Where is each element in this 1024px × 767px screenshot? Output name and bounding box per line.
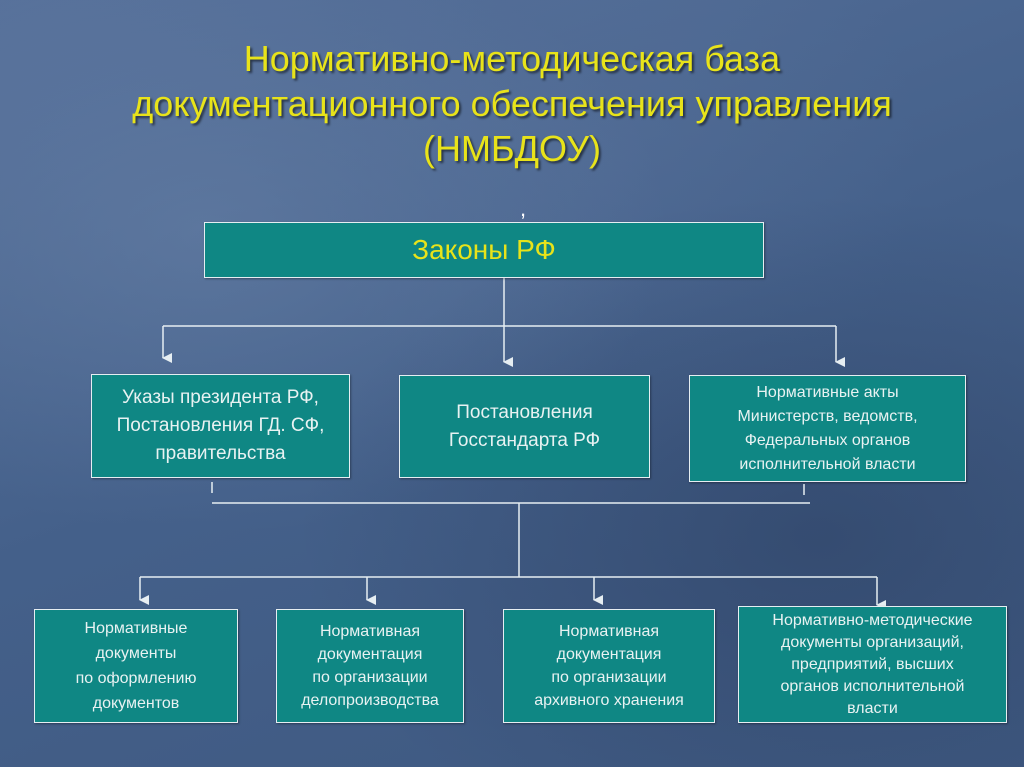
box-doc-office-label: Нормативная документация по организации … [301,623,439,709]
box-ministries: Нормативные акты Министерств, ведомств, … [689,375,966,482]
box-presidential-decrees-label: Указы президента РФ, Постановления ГД. С… [116,387,325,464]
box-doc-archive-label: Нормативная документация по организации … [534,623,684,709]
box-presidential-decrees: Указы президента РФ, Постановления ГД. С… [91,374,350,478]
box-laws-label: Законы РФ [412,234,556,265]
box-ministries-label: Нормативные акты Министерств, ведомств, … [737,383,918,473]
box-doc-methodical-label: Нормативно-методические документы органи… [772,611,973,717]
slide-title: Нормативно-методическая база документаци… [40,36,984,171]
box-doc-archive: Нормативная документация по организации … [503,609,715,723]
box-doc-format: Нормативные документы по оформлению доку… [34,609,238,723]
title-line-1: Нормативно-методическая база [243,38,781,79]
title-line-3: (НМБДОУ) [422,128,602,169]
box-doc-format-label: Нормативные документы по оформлению доку… [75,620,197,712]
box-gosstandart: Постановления Госстандарта РФ [399,375,650,478]
box-gosstandart-label: Постановления Госстандарта РФ [448,401,601,451]
stray-comma: , [520,196,527,221]
box-laws: Законы РФ [204,222,764,278]
box-doc-office: Нормативная документация по организации … [276,609,464,723]
box-doc-methodical: Нормативно-методические документы органи… [738,606,1007,723]
title-line-2: документационного обеспечения управления [132,83,892,124]
